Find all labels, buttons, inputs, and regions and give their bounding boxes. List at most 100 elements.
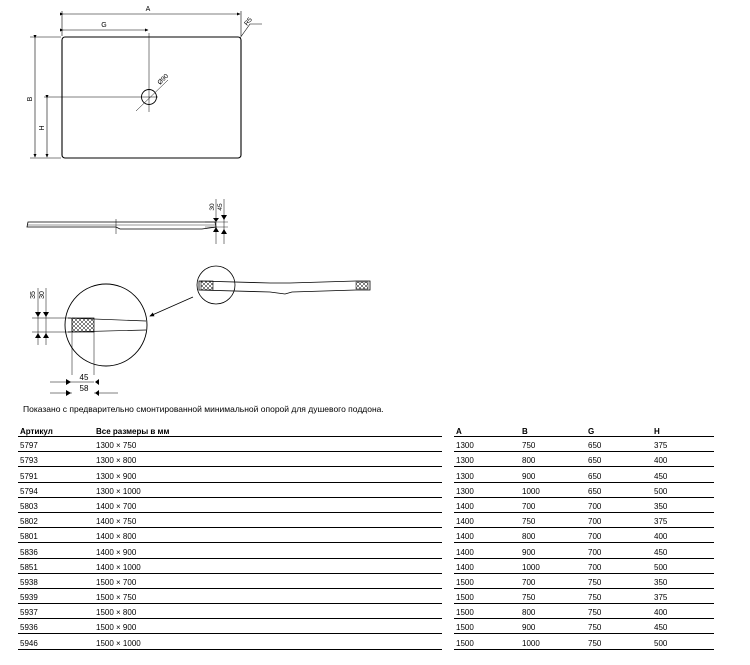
table-cell-size: 1400 × 750 [94,512,442,529]
table-cell-g: 700 [586,497,652,513]
detail-dim-58-label: 58 [80,384,89,393]
table-cell-size: 1300 × 1000 [94,482,442,498]
table-cell-article: 5938 [18,573,94,589]
table-cell-b: 1000 [520,482,586,498]
table-cell-article: 5803 [18,497,94,513]
table-cell-g: 750 [586,618,652,635]
table-cell-g: 650 [586,436,652,453]
table-cell-article: 5939 [18,588,94,605]
table-cell-article: 5801 [18,527,94,544]
table-cell-b: 700 [520,497,586,513]
table-cell-size: 1500 × 800 [94,603,442,620]
detail-dim-35-label: 35 [30,291,37,299]
radius-label: R5 [243,16,254,27]
drawing-caption: Показано с предварительно смонтированной… [23,404,384,414]
table-cell-article: 5851 [18,558,94,574]
table-cell-size: 1400 × 700 [94,497,442,513]
table-cell-b: 800 [520,603,586,620]
table-cell-g: 700 [586,512,652,529]
table-cell-size: 1500 × 700 [94,573,442,589]
table-cell-a: 1300 [454,466,520,483]
table-cell-h: 500 [652,558,714,574]
detail-callout-circle [196,265,236,305]
header-sizes: Все размеры в мм [94,424,442,437]
header-a: A [454,424,520,437]
dim-g-label: G [101,22,106,29]
table-cell-size: 1500 × 1000 [94,633,442,650]
table-cell-size: 1300 × 750 [94,436,442,453]
table-cell-size: 1500 × 900 [94,618,442,635]
table-cell-a: 1500 [454,603,520,620]
table-cell-a: 1500 [454,633,520,650]
section-profile [26,221,217,230]
table-cell-b: 900 [520,466,586,483]
tray-outline [61,36,242,159]
table-cell-g: 650 [586,466,652,483]
table-cell-h: 375 [652,512,714,529]
table-cell-h: 350 [652,497,714,513]
table-cell-a: 1300 [454,451,520,468]
table-cell-article: 5794 [18,482,94,498]
technical-drawing: A G R5 Ø90 B H 30 45 [26,6,371,396]
table-cell-article: 5946 [18,633,94,650]
detail-dim-45-label: 45 [80,373,89,382]
table-cell-b: 750 [520,588,586,605]
table-cell-h: 400 [652,603,714,620]
table-cell-h: 400 [652,527,714,544]
table-cell-h: 375 [652,588,714,605]
table-cell-size: 1400 × 900 [94,542,442,559]
table-cell-h: 450 [652,618,714,635]
header-b: B [520,424,586,437]
table-cell-h: 400 [652,451,714,468]
table-cell-h: 375 [652,436,714,453]
table-cell-article: 5802 [18,512,94,529]
table-cell-a: 1500 [454,618,520,635]
table-cell-a: 1500 [454,588,520,605]
table-cell-a: 1400 [454,542,520,559]
table-cell-article: 5797 [18,436,94,453]
detail-magnified-circle [64,283,148,367]
table-cell-size: 1400 × 800 [94,527,442,544]
table-cell-size: 1500 × 750 [94,588,442,605]
table-cell-g: 650 [586,451,652,468]
table-cell-a: 1400 [454,512,520,529]
table-cell-b: 900 [520,542,586,559]
table-cell-g: 750 [586,573,652,589]
table-cell-g: 750 [586,603,652,620]
table-cell-a: 1400 [454,527,520,544]
table-cell-g: 700 [586,542,652,559]
table-header-row: Артикул Все размеры в мм A B G H [18,424,714,437]
table-cell-h: 350 [652,573,714,589]
table-cell-b: 900 [520,618,586,635]
table-cell-article: 5791 [18,466,94,483]
table-cell-h: 500 [652,633,714,650]
table-cell-b: 1000 [520,633,586,650]
section-view: 30 45 [26,199,228,244]
table-cell-b: 800 [520,527,586,544]
table-cell-b: 1000 [520,558,586,574]
section-dim-30-label: 30 [209,203,216,211]
table-cell-article: 5936 [18,618,94,635]
table-cell-a: 1400 [454,497,520,513]
dim-a-label: A [146,6,151,13]
table-cell-h: 450 [652,542,714,559]
table-cell-b: 700 [520,573,586,589]
header-h: H [652,424,714,437]
dim-b-label: B [27,96,34,101]
table-cell-article: 5937 [18,603,94,620]
table-cell-h: 500 [652,482,714,498]
